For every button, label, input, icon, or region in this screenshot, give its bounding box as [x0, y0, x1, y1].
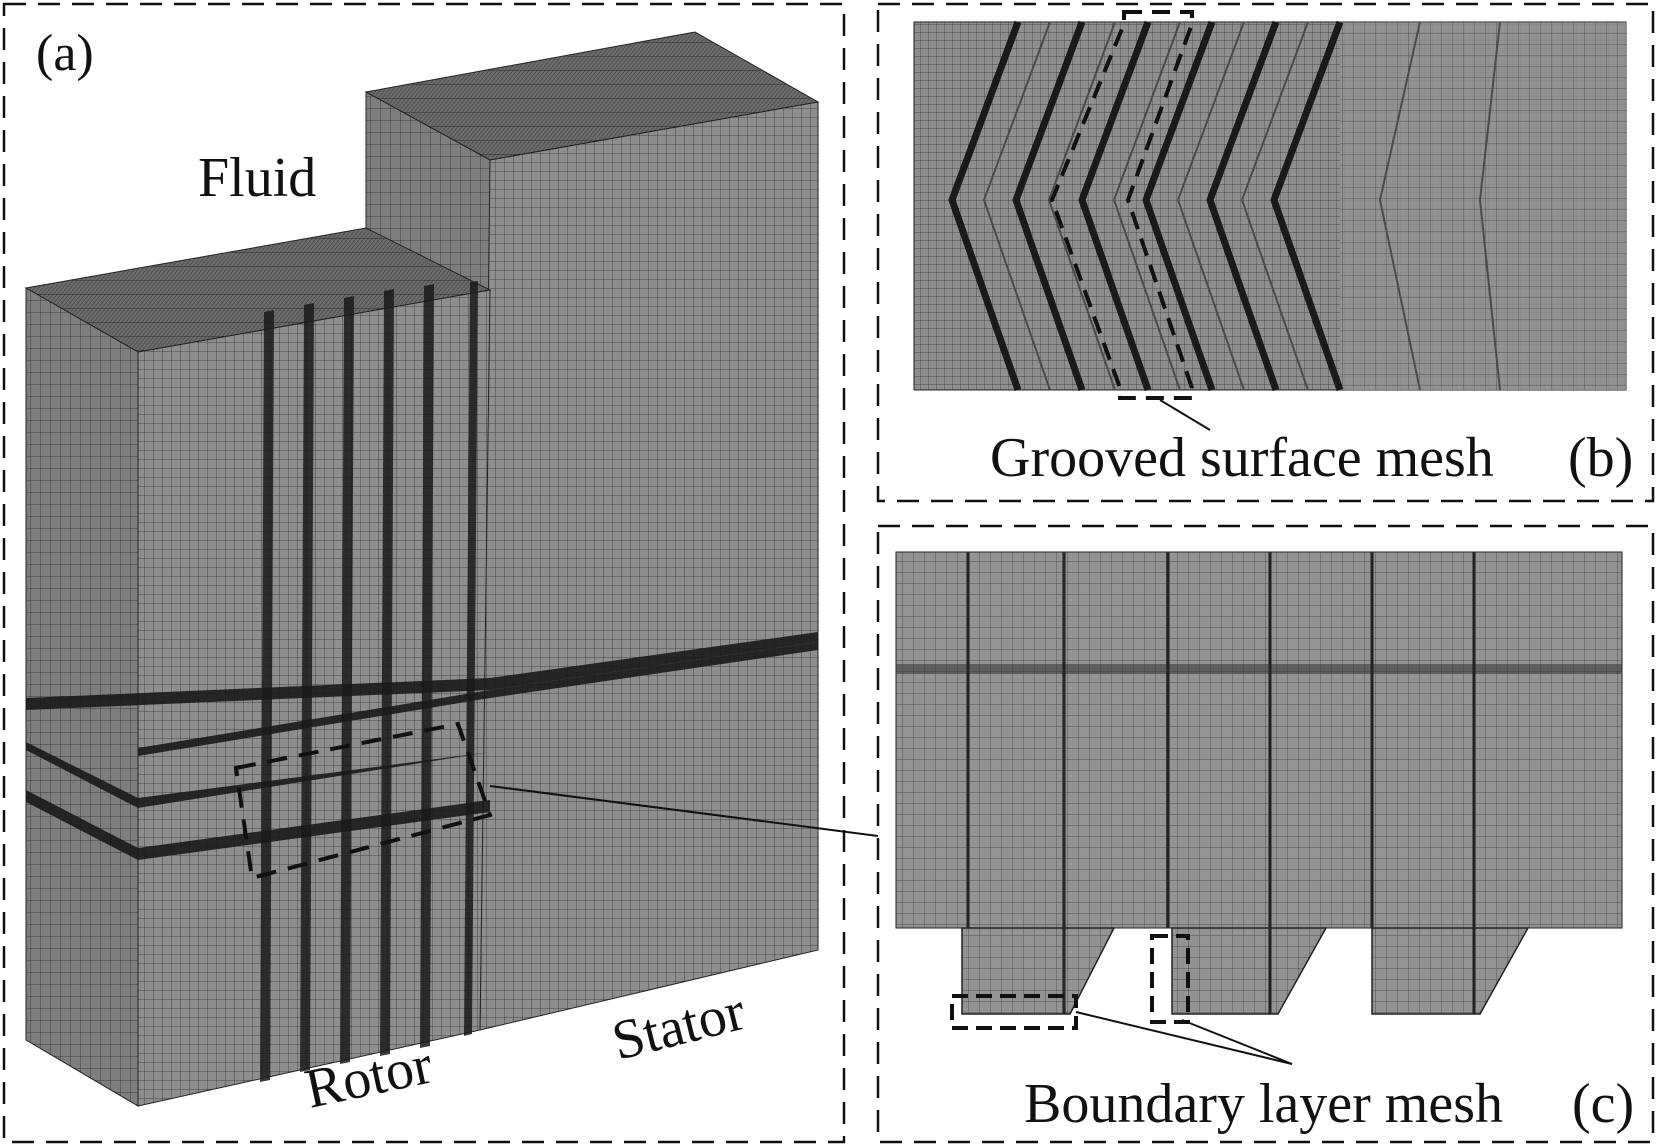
callout-line-b: [1159, 399, 1211, 431]
panel-c-caption: Boundary layer mesh: [1024, 1073, 1503, 1135]
panel-b-caption: Grooved surface mesh: [990, 427, 1494, 489]
panel-b: Grooved surface mesh (b): [876, 2, 1655, 503]
panel-b-frame: [876, 2, 1655, 503]
stator-block-front-face: [479, 101, 819, 1031]
callout-line-c-1: [1075, 1011, 1293, 1065]
panel-a-tag: (a): [36, 25, 94, 82]
highlight-side-boundary: [1150, 934, 1190, 1024]
dense-row: [896, 664, 1622, 674]
panel-b-tag: (b): [1568, 427, 1633, 489]
vertical-dense-lines: [966, 552, 1476, 928]
groove-teeth: [961, 927, 1530, 1015]
panel-c-tag: (c): [1572, 1073, 1634, 1135]
callout-line-c-2: [1181, 1019, 1293, 1065]
panel-c-frame: [876, 524, 1655, 1144]
outer-surface-mesh: [1340, 22, 1626, 390]
fluid-label: Fluid: [198, 147, 316, 209]
tooth-dense-lines: [1062, 928, 1476, 1014]
highlight-region-b: [1049, 10, 1194, 400]
callout-line-a-to-c: [489, 785, 879, 837]
panel-c: Boundary layer mesh (c): [876, 524, 1655, 1144]
fluid-boundary-mesh: [895, 551, 1623, 929]
groove-chevrons: [948, 20, 1344, 392]
dense-mesh-bands: [26, 632, 818, 860]
highlight-region-a: [233, 721, 493, 881]
highlight-bottom-boundary: [950, 994, 1078, 1030]
panel-a-frame: [2, 2, 846, 1144]
panel-a: (a) Fluid Rotor Stator: [2, 2, 879, 1144]
groove-chevrons-light: [982, 21, 1501, 391]
